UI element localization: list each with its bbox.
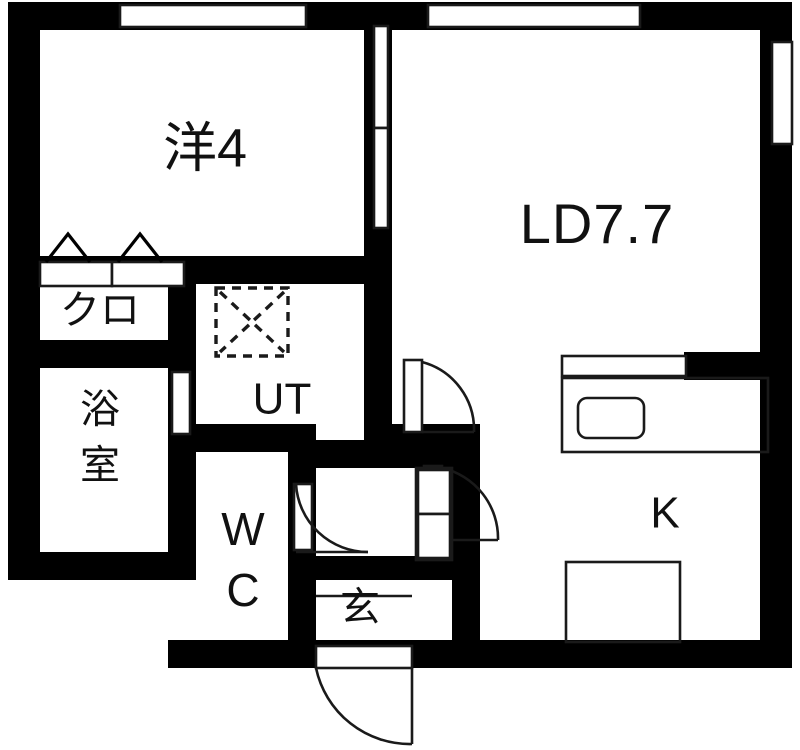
- room-floor-toilet: [196, 452, 288, 640]
- room-floor-kitchen: [480, 452, 764, 640]
- label-entrance: 玄: [340, 586, 380, 630]
- door-toilet: [292, 482, 369, 554]
- label-kitchen: K: [650, 489, 679, 538]
- sliding-door-bathroom-utility: [170, 370, 192, 436]
- room-labels: 洋4 LD7.7 クロ 浴 室 UT W C 玄 K: [60, 118, 680, 629]
- room-floor-western-room: [40, 30, 364, 256]
- room-floor-entrance: [316, 580, 452, 640]
- sink-basin: [576, 396, 646, 440]
- label-utility: UT: [253, 375, 312, 424]
- room-floor-kitchen-counter-recess: [564, 380, 764, 452]
- label-western-room: 洋4: [163, 118, 247, 178]
- counter-outline: [560, 376, 770, 454]
- room-floor-utility: [196, 284, 364, 424]
- label-toilet-line1: W: [221, 503, 265, 555]
- window-living-north: [426, 3, 642, 29]
- room-floors: [40, 30, 764, 640]
- label-closet: クロ: [60, 289, 140, 333]
- window-bedroom-north: [118, 3, 308, 29]
- room-floor-bathroom: [40, 368, 168, 552]
- shoe-cabinet: [414, 466, 454, 562]
- label-living-dining: LD7.7: [520, 192, 674, 255]
- label-toilet-line2: C: [226, 564, 259, 616]
- closet-folding-doors: [38, 231, 186, 288]
- window-living-east: [770, 40, 794, 146]
- washing-machine-space: [214, 286, 290, 358]
- refrigerator-space: [564, 560, 682, 644]
- room-floor-closet: [40, 284, 168, 340]
- kitchen-counter: [560, 354, 770, 454]
- cooktop-strip: [560, 354, 688, 378]
- fixtures: [38, 231, 770, 644]
- label-bathroom-line2: 室: [80, 444, 120, 488]
- windows: [118, 3, 794, 146]
- label-bathroom-line1: 浴: [80, 388, 120, 432]
- front-door: [314, 644, 414, 746]
- sliding-door-bedroom-living: [372, 24, 390, 230]
- door-utility-living: [402, 358, 476, 434]
